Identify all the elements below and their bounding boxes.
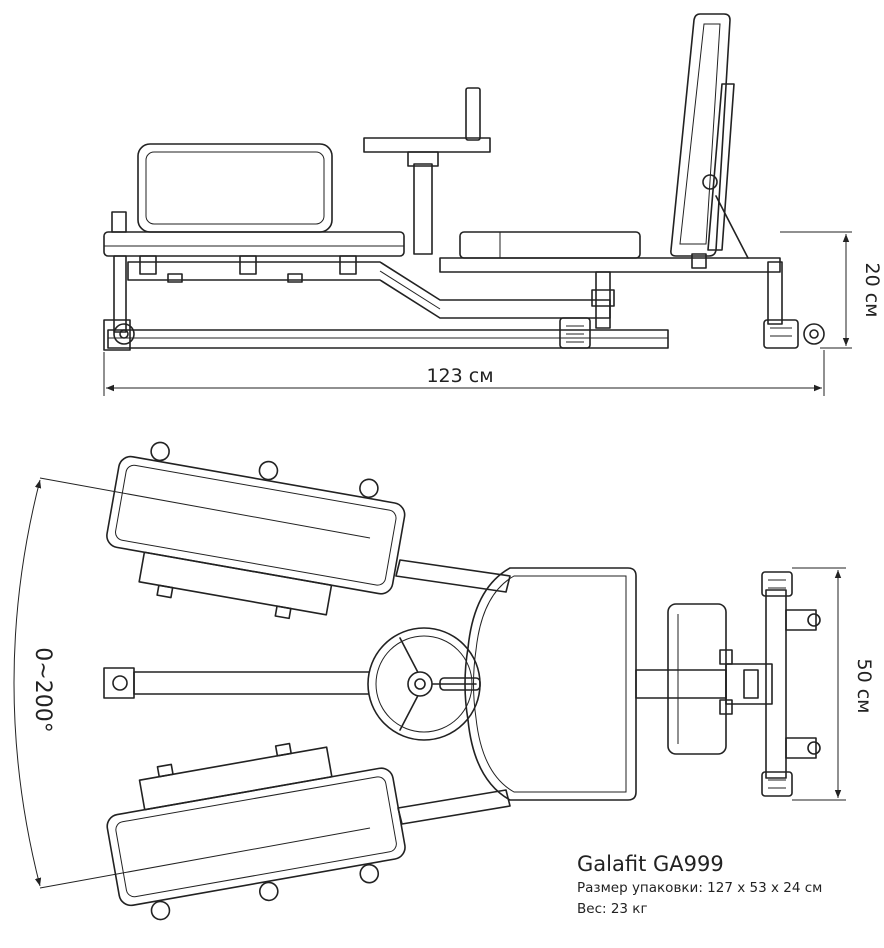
product-name: Galafit GA999: [577, 852, 724, 876]
product-weight: Вес: 23 кг: [577, 901, 648, 917]
height-dimension-label: 20 см: [861, 263, 883, 318]
width-dimension-label: 50 см: [853, 659, 875, 714]
product-info: Galafit GA999 Размер упаковки: 127 х 53 …: [577, 850, 822, 920]
side-view: 20 см 123 см: [103, 13, 883, 396]
angle-dimension-label: 0~200°: [30, 647, 55, 732]
package-size: Размер упаковки: 127 х 53 х 24 см: [577, 880, 823, 896]
top-view: 50 см 0~200°: [13, 441, 875, 921]
length-dimension-label: 123 см: [426, 365, 493, 387]
